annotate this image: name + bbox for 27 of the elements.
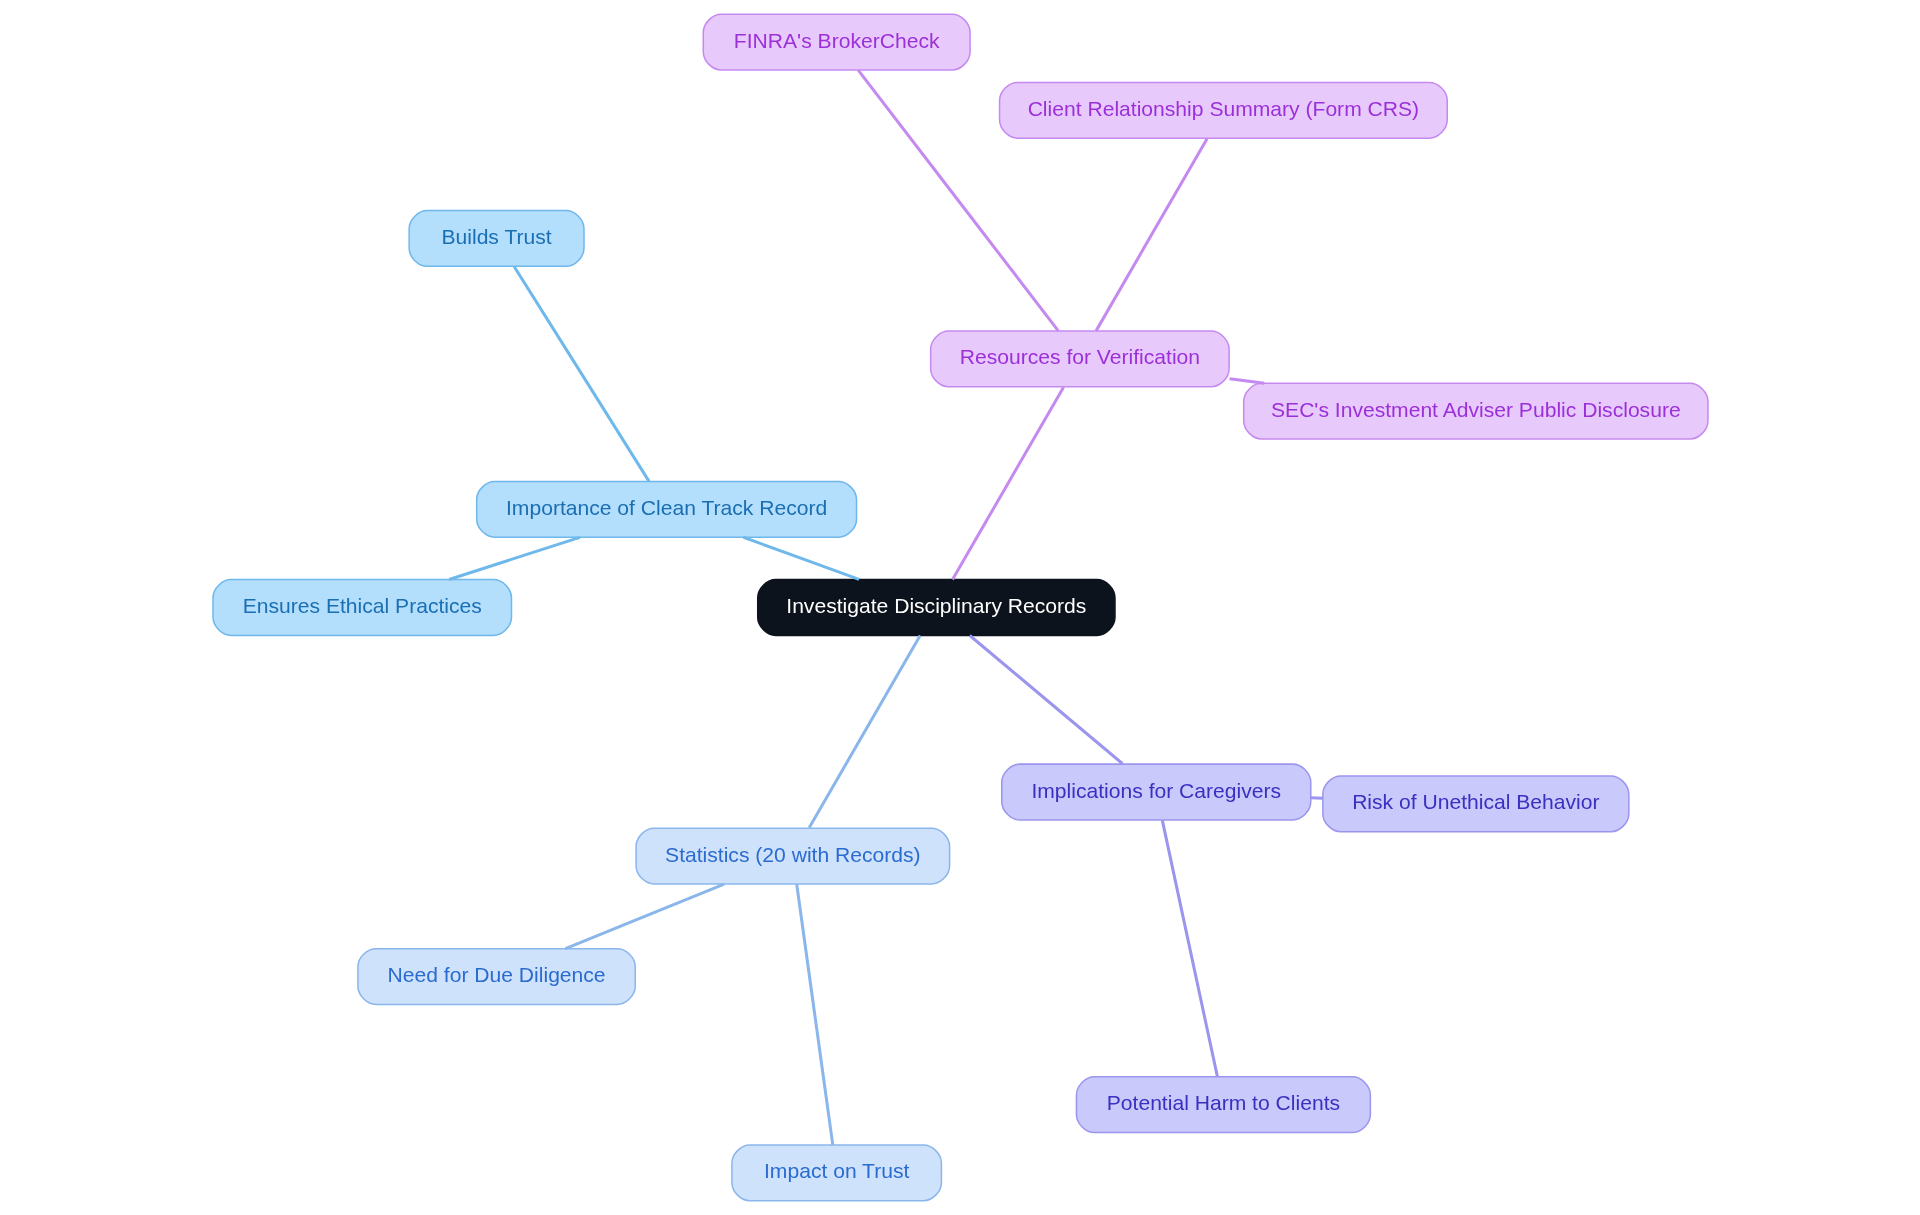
connector xyxy=(448,535,580,581)
node-box: Importance of Clean Track Record xyxy=(475,480,857,538)
node-box: Investigate Disciplinary Records xyxy=(756,578,1116,637)
node-box: Implications for Caregivers xyxy=(1000,763,1311,821)
connector xyxy=(564,882,725,950)
node-box: Statistics (20 with Records) xyxy=(634,827,950,885)
connector xyxy=(1228,377,1264,385)
connector xyxy=(968,634,1123,765)
connector xyxy=(856,69,1059,332)
connector xyxy=(512,265,650,483)
connector xyxy=(1310,796,1322,800)
node-box: FINRA's BrokerCheck xyxy=(702,13,971,71)
node-box: Resources for Verification xyxy=(929,330,1230,388)
node-box: Risk of Unethical Behavior xyxy=(1321,775,1630,833)
node-box: Potential Harm to Clients xyxy=(1075,1076,1371,1134)
node-box: SEC's Investment Adviser Public Disclosure xyxy=(1242,382,1709,440)
connector xyxy=(1094,137,1208,332)
node-box: Ensures Ethical Practices xyxy=(211,578,512,637)
node-box: Impact on Trust xyxy=(730,1144,942,1202)
node-box: Client Relationship Summary (Form CRS) xyxy=(998,81,1448,139)
connector xyxy=(1160,820,1219,1077)
connector xyxy=(742,535,860,581)
connector xyxy=(807,634,921,829)
node-box: Need for Due Diligence xyxy=(356,947,636,1006)
connector xyxy=(794,884,834,1146)
connector xyxy=(950,386,1065,581)
node-box: Builds Trust xyxy=(407,209,585,268)
